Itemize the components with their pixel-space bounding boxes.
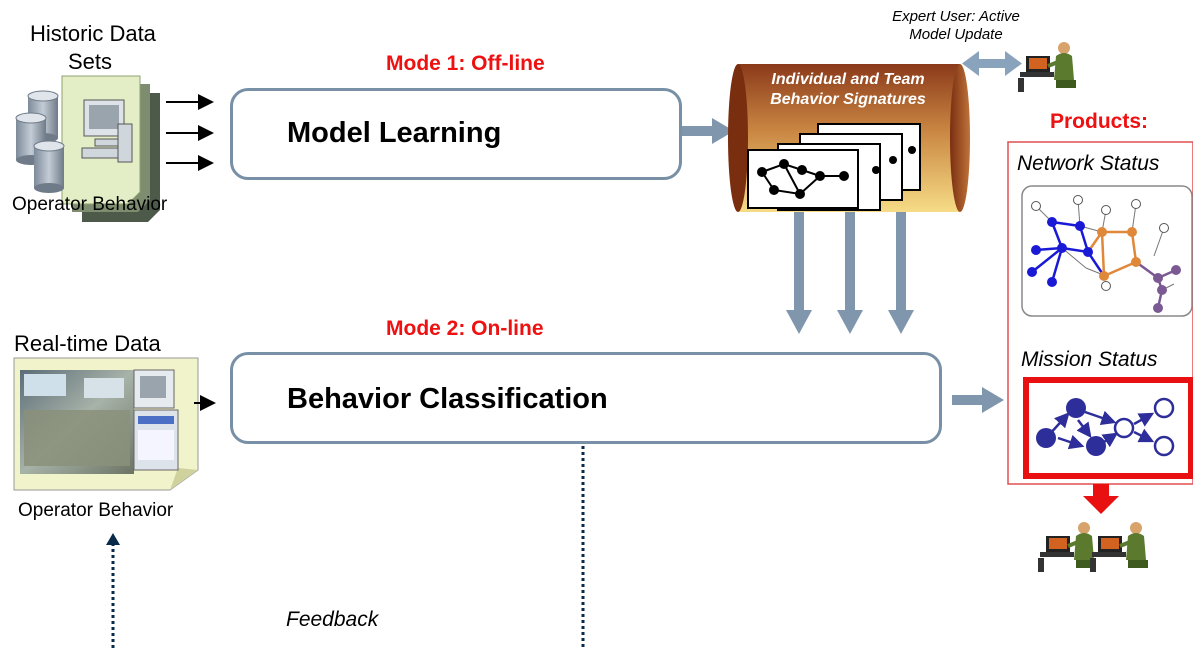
operator-laptop-icon [1018, 42, 1076, 92]
historic-input-arrows [166, 94, 214, 171]
historic-data-icon [15, 75, 160, 222]
mode2-label: Mode 2: On-line [386, 317, 544, 340]
mode1-label: Mode 1: Off-line [386, 52, 545, 75]
model-learning-title: Model Learning [287, 117, 502, 149]
behavior-classification-title: Behavior Classification [287, 383, 608, 415]
signatures-label-line1: Individual and Team [771, 71, 925, 88]
expert-user-label: Expert User: Active Model Update [856, 8, 1056, 44]
realtime-operator-caption: Operator Behavior [18, 500, 174, 521]
expert-update-arrow [962, 51, 1022, 76]
behavior-classification-box: Behavior Classification [230, 352, 942, 444]
historic-data-title: Historic Data [30, 21, 156, 46]
products-title: Products: [1050, 110, 1149, 133]
products-to-users-arrow [1083, 484, 1119, 514]
network-status-graph [1021, 185, 1193, 317]
signatures-label-line2: Behavior Signatures [770, 91, 926, 108]
feedback-lines [106, 446, 585, 648]
model-to-signatures-arrow [682, 118, 734, 144]
realtime-data-icon [13, 357, 199, 491]
classification-to-products-arrow [952, 387, 1004, 413]
realtime-data-title: Real-time Data [14, 331, 161, 356]
historic-data-title-line2: Sets [68, 49, 113, 74]
expert-user-line1: Expert User: Active [892, 8, 1020, 25]
operator-laptop-icon [1038, 522, 1096, 572]
mission-status-graph [1023, 377, 1193, 479]
signatures-cylinder [728, 64, 970, 212]
signatures-label: Individual and Team Behavior Signatures [748, 70, 948, 110]
mission-status-label: Mission Status [1021, 348, 1158, 371]
signatures-to-classification-arrows [786, 212, 914, 334]
network-status-label: Network Status [1017, 152, 1160, 175]
expert-user-line2: Model Update [909, 26, 1003, 43]
model-learning-box: Model Learning [230, 88, 682, 180]
operator-laptop-icon [1090, 522, 1148, 572]
feedback-label: Feedback [286, 608, 379, 631]
historic-operator-caption: Operator Behavior [12, 194, 168, 215]
